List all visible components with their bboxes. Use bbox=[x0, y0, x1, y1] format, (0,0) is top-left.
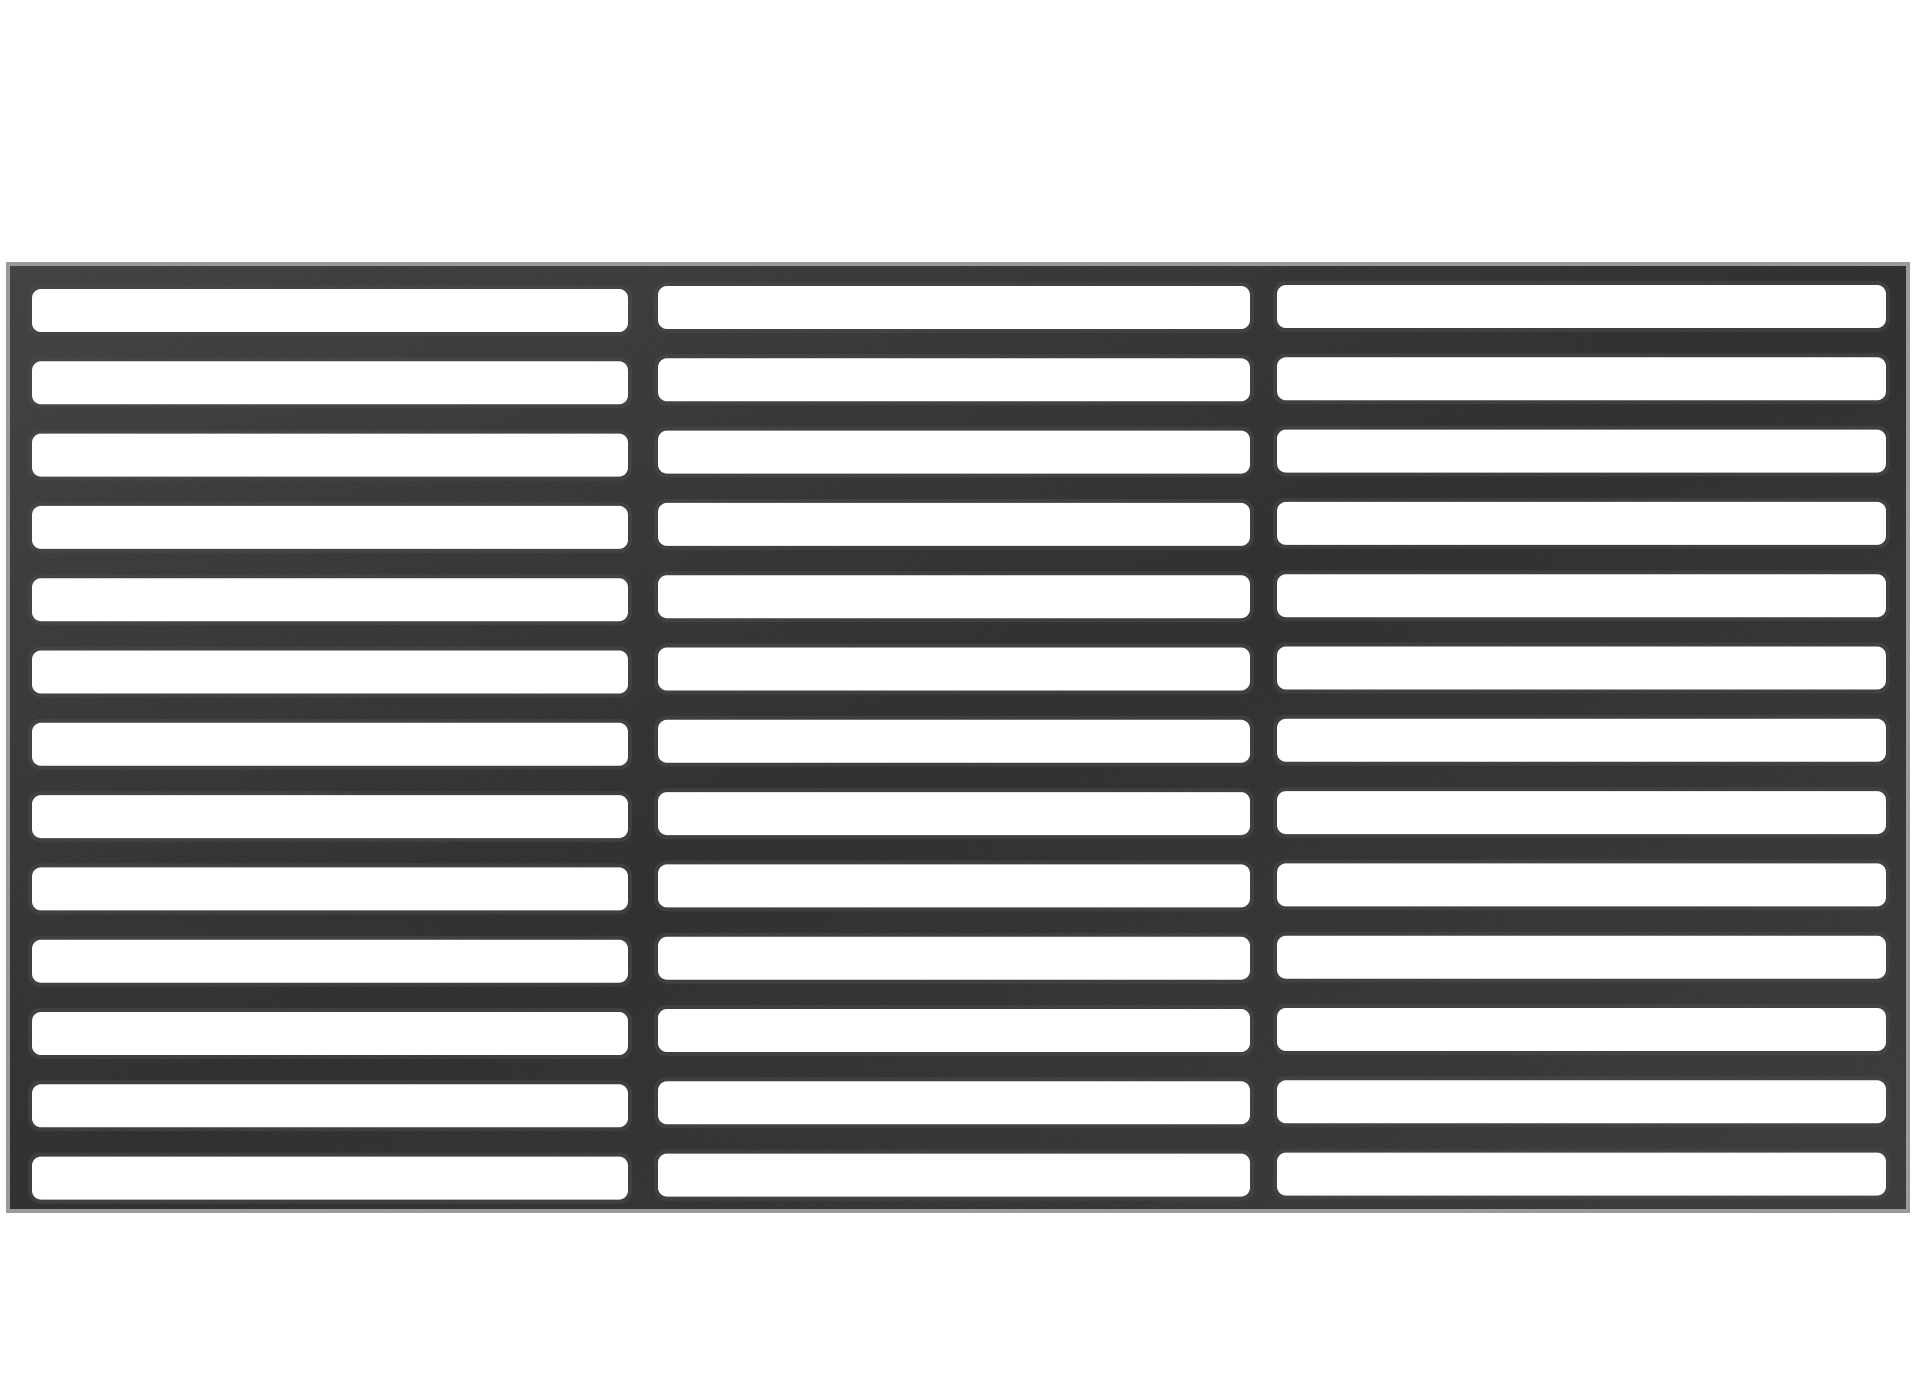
grate-slot bbox=[1277, 863, 1886, 907]
grate-slot bbox=[32, 1084, 628, 1128]
grate-slot bbox=[1277, 357, 1886, 401]
grate-slot bbox=[32, 650, 628, 694]
grate-slot bbox=[1277, 935, 1886, 979]
grate-slot bbox=[32, 795, 628, 839]
grate-slot bbox=[32, 578, 628, 622]
grate-slot bbox=[658, 502, 1250, 546]
grate-slot bbox=[1277, 285, 1886, 328]
grate-slot bbox=[1277, 1008, 1886, 1051]
grate-slot bbox=[1277, 646, 1886, 690]
grate-slot bbox=[32, 361, 628, 405]
grate-slot bbox=[658, 1153, 1250, 1197]
grate-slot bbox=[1277, 1152, 1886, 1196]
grate-slot bbox=[658, 936, 1250, 980]
grate-frame bbox=[6, 262, 1910, 1213]
grate-slot bbox=[1277, 791, 1886, 835]
grate-slot bbox=[658, 1081, 1250, 1125]
grate-slot bbox=[32, 433, 628, 477]
grate-slot bbox=[658, 575, 1250, 619]
grate-slot bbox=[658, 430, 1250, 474]
grate-slot bbox=[32, 1156, 628, 1200]
grate-slot bbox=[1277, 1080, 1886, 1124]
grate-slot bbox=[658, 1009, 1250, 1052]
grate-slot bbox=[658, 719, 1250, 763]
grate-slot bbox=[658, 864, 1250, 908]
grate-slot bbox=[658, 358, 1250, 402]
grate-slot bbox=[1277, 429, 1886, 473]
grate-slot bbox=[32, 505, 628, 549]
grate-slot bbox=[1277, 501, 1886, 545]
grate-slot bbox=[658, 792, 1250, 836]
grate-slot bbox=[658, 647, 1250, 691]
grate-slot bbox=[32, 867, 628, 911]
grate-slot bbox=[1277, 718, 1886, 762]
grate-slot bbox=[658, 286, 1250, 329]
grate-slot bbox=[32, 939, 628, 983]
grate-slot bbox=[1277, 574, 1886, 618]
grate-slot bbox=[32, 1012, 628, 1055]
grate-slot bbox=[32, 289, 628, 332]
grate-slot bbox=[32, 722, 628, 766]
